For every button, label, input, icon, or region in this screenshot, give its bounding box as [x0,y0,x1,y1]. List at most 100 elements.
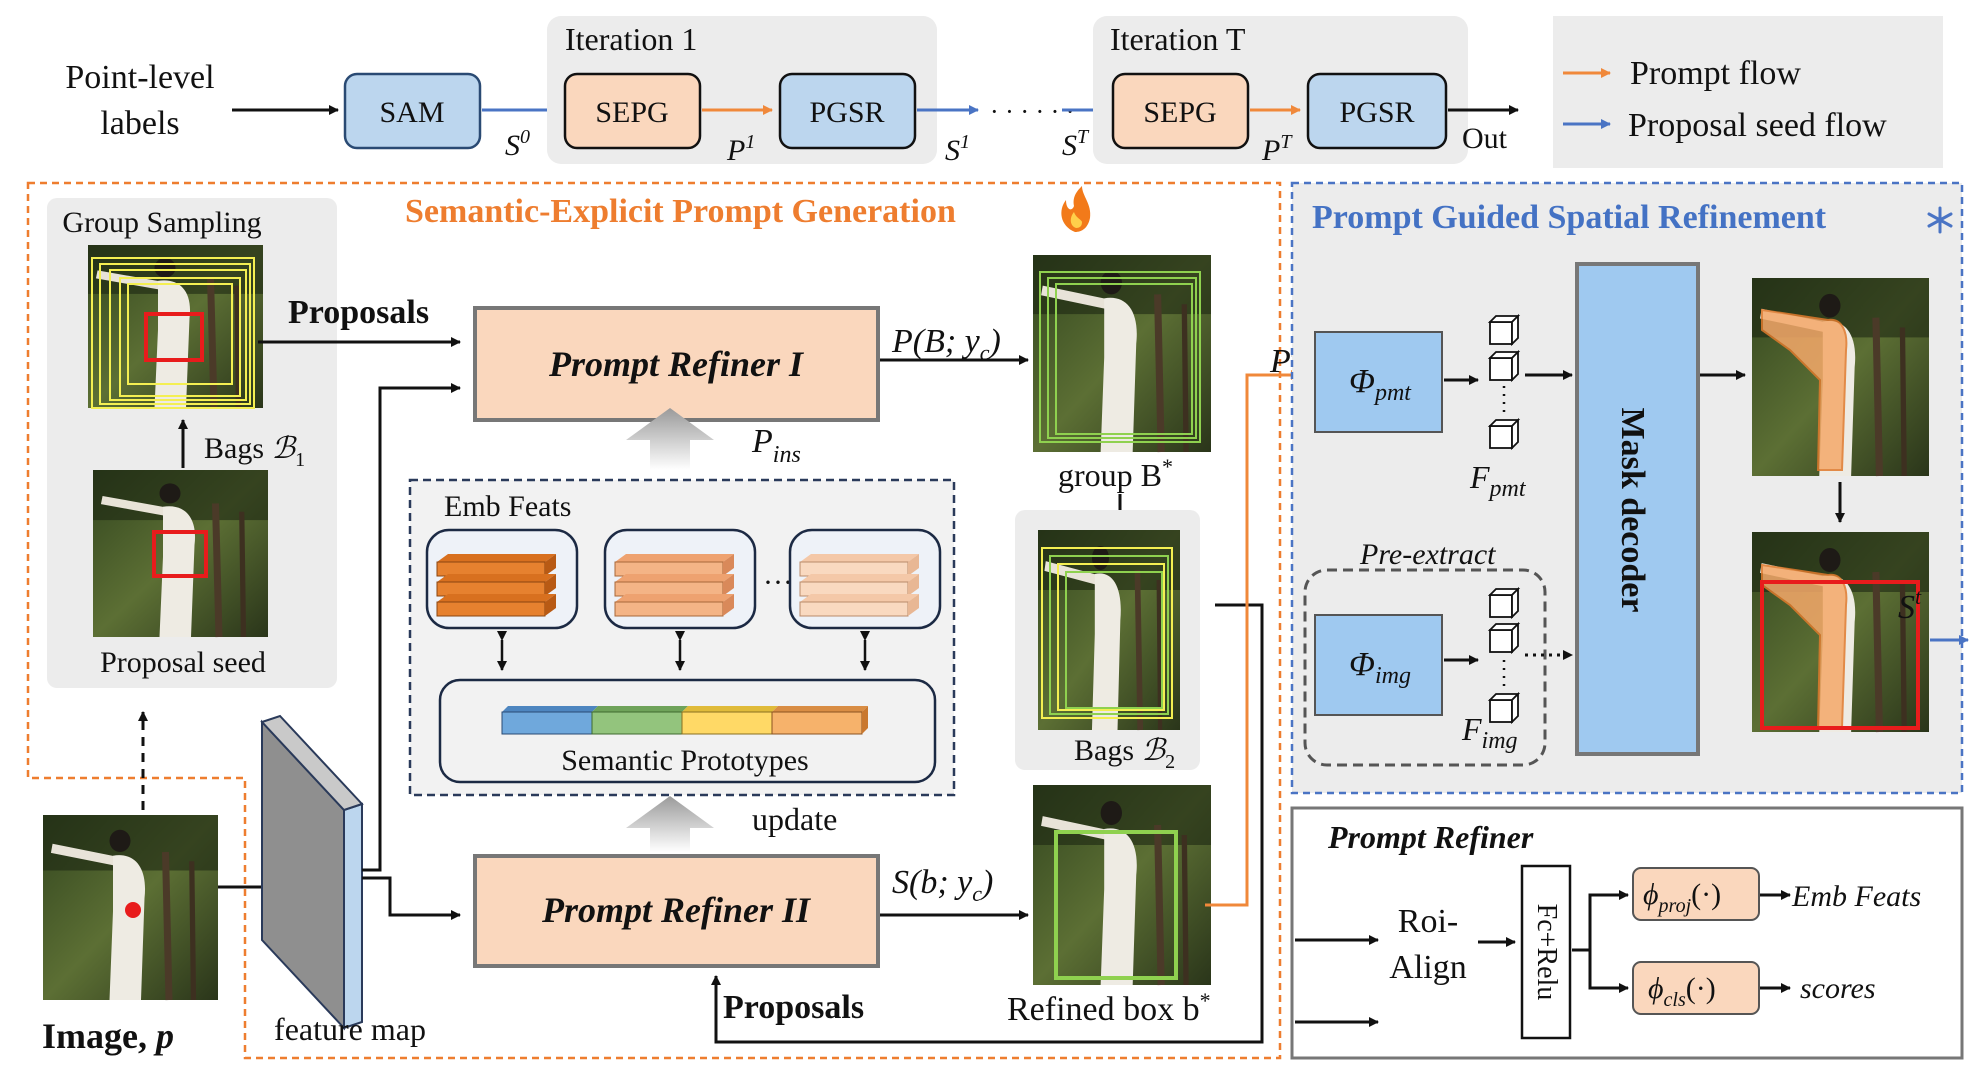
featuremap-to-refiner1-arrow [362,383,461,872]
phi-cls-label: ϕcls(·) [1648,972,1716,1011]
proposal-seed-label: Proposal seed [100,646,266,679]
prompt-refiner-1-label: Prompt Refiner I [548,344,805,384]
mask-output-image [1752,278,1929,476]
pgsr-label-T: PGSR [1339,96,1414,129]
emb-feat-stack-3 [788,528,942,630]
snowflake-icon [1927,206,1953,234]
group-b-label: group B* [1058,454,1173,493]
emb-feat-stack-2 [603,528,757,630]
roi-label-line1: Roi- [1398,903,1458,940]
f-pmt-label: Fpmt [1469,459,1527,502]
iteration1-title: Iteration 1 [565,21,697,57]
phi-img-label: Φimg [1349,646,1411,689]
iteration-dots: · · · · · · [990,97,1074,126]
p-ins-arrow [626,408,714,470]
legend-seed-flow: Proposal seed flow [1628,107,1887,144]
proposal-seed-image [93,470,268,637]
sam-label: SAM [379,96,444,129]
fc-relu-label: Fc+Relu [1531,904,1562,1001]
point-level-label-line2: labels [100,105,179,142]
f-pmt-tokens [1487,313,1521,451]
pgsr-box-1 [778,72,917,150]
emb-feat-stack-1 [425,528,579,630]
phi-cls-box [1632,961,1760,1015]
pgsr-panel: Prompt Guided Spatial Refinement Φpmt Fp… [1290,181,1969,795]
phi-proj-label: ϕproj(·) [1643,878,1721,917]
bags-b1-image [88,245,263,408]
box-output-image [1752,532,1929,732]
pgsr-title: Prompt Guided Spatial Refinement [1312,199,1827,236]
phi-pmt-box [1314,331,1443,433]
f-img-label: Fimg [1461,711,1518,754]
refiner-detail-title: Prompt Refiner [1327,819,1534,855]
legend-prompt-flow: Prompt flow [1630,55,1801,92]
double-arrows [497,631,870,671]
s1-label: S1 [945,131,970,167]
update-label: update [752,801,837,837]
mask-decoder-label: Mask decoder [1614,408,1651,613]
pre-extract-label: Pre-extract [1359,538,1496,571]
sepg-box-1 [563,72,702,150]
emb-feats-out-label: Emb Feats [1791,880,1921,913]
proposals-top-label: Proposals [288,294,429,331]
sam-box [343,72,482,150]
fc-to-cls-arrow [1572,948,1629,993]
roi-label-line2: Align [1389,949,1466,986]
p-b-yc-label: P(B; yc) [891,323,1001,365]
f-img-tokens [1487,586,1521,725]
input-image [43,815,218,1000]
prompt-refiner-detail-panel: Prompt Refiner Roi- Align Fc+Relu ϕproj(… [1290,806,1964,1060]
st-label: St [1898,584,1922,626]
emb-feat-dots: ··· [763,566,793,599]
p-ins-label: Pins [751,423,801,468]
sepg-label-1: SEPG [595,96,668,129]
scores-out-label: scores [1800,972,1876,1005]
emb-feats-title: Emb Feats [444,490,572,523]
image-p-label: Image, p [42,1016,174,1056]
s-b-yc-label: S(b; yc) [892,864,993,906]
p1-label: P1 [726,131,755,167]
legend: Prompt flow Proposal seed flow [1553,16,1943,168]
prompt-refiner-2-box [473,854,880,968]
update-arrow [626,796,714,852]
feature-map [260,714,364,1031]
prompt-refiner-2-label: Prompt Refiner II [541,890,812,930]
group-sampling-title: Group Sampling [62,206,261,239]
pt-prompt-arrow [1205,370,1301,907]
featuremap-to-refiner2-arrow [362,876,461,920]
mask-decoder-box [1575,262,1700,756]
prototype-bars [501,706,868,735]
fc-relu-box [1520,864,1572,1040]
sepg-panel: Semantic-Explicit Prompt Generation Grou… [26,181,1282,1060]
sepg-dashed-border [26,181,1282,1060]
refined-box-image [1033,785,1211,985]
refiner-detail-border [1290,806,1964,1060]
pipeline-strip: Point-level labels SAM S0 Iteration 1 SE… [65,16,1519,167]
phi-img-box [1314,614,1443,716]
prompt-refiner-1-box [473,306,880,422]
phi-pmt-label: Φpmt [1349,363,1412,406]
sepg-box-T [1111,72,1250,150]
phi-proj-box [1632,867,1760,921]
proposals-bottom-label: Proposals [723,989,864,1026]
sT-label: ST [1062,126,1090,162]
bags-b2-label: Bags ℬ2 [1074,734,1175,773]
pgsr-box-T [1306,72,1448,150]
pgsr-label-1: PGSR [809,96,884,129]
feature-map-label: feature map [274,1011,426,1047]
sepg-title: Semantic-Explicit Prompt Generation [405,193,956,230]
fire-icon [1061,186,1091,232]
semantic-prototypes-label: Semantic Prototypes [561,744,808,777]
pT-label: PT [1261,131,1293,167]
legend-panel [1553,16,1943,168]
refined-box-label: Refined box b* [1007,988,1211,1028]
pre-extract-box [1303,568,1547,767]
s0-label: S0 [505,126,530,162]
bags-b2-image [1038,530,1180,730]
sepg-label-T: SEPG [1143,96,1216,129]
point-level-label-line1: Point-level [65,59,214,96]
bags-b1-label: Bags ℬ1 [204,432,305,471]
group-b-image [1033,255,1211,452]
iterationT-title: Iteration T [1110,21,1246,57]
